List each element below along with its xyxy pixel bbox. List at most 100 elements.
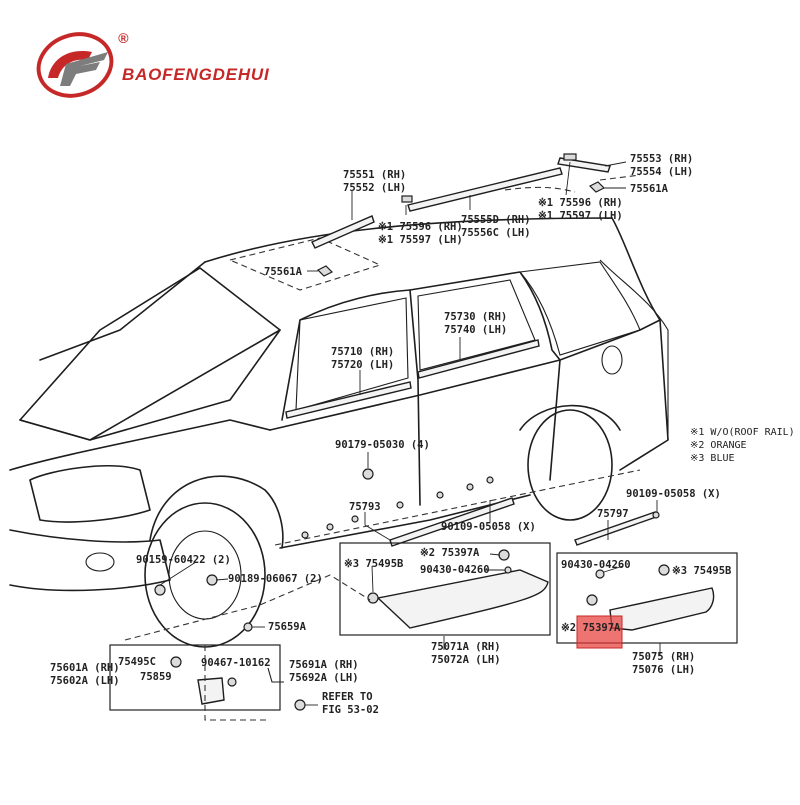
label-75551: 75551 (RH) [343, 169, 406, 181]
rocker-hole [486, 476, 494, 484]
bolt-90467 [227, 677, 237, 687]
vehicle-outline [9, 217, 669, 648]
screw-90189 [206, 574, 218, 586]
label-75859: 75859 [140, 671, 172, 683]
sunroof [228, 237, 382, 291]
label-75495b-right: ※3 75495B [672, 565, 731, 577]
rear-hatch [599, 259, 669, 440]
hood-front [9, 419, 271, 471]
detail-box-left [339, 542, 551, 636]
rear-wheel [527, 409, 613, 521]
clip-75495b-right [658, 564, 670, 576]
windshield-top [39, 261, 206, 361]
label-refer-2: FIG 53-02 [322, 704, 379, 716]
nut-90430-left [504, 566, 512, 574]
front-wheel-arch [149, 475, 284, 549]
rocker-strip-75793 [389, 497, 515, 547]
part-labels: 75551 (RH) 75552 (LH) 75553 (RH) 75554 (… [50, 153, 731, 716]
rocker-panel-75071a [376, 569, 549, 629]
leader-lines [159, 161, 661, 706]
label-75602a: 75602A (LH) [50, 675, 120, 687]
label-75072a: 75072A (LH) [431, 654, 501, 666]
label-90189: 90189-06067 (2) [228, 573, 323, 585]
leader [603, 565, 624, 573]
mudflap-75859 [197, 677, 225, 705]
label-75554: 75554 (LH) [630, 166, 693, 178]
rocker-hole [396, 501, 404, 509]
fog-lamp [85, 552, 115, 572]
logo-letters [60, 52, 108, 86]
label-75659a: 75659A [268, 621, 307, 633]
leader [364, 512, 391, 541]
rocker-hole [326, 523, 334, 531]
label-75710: 75710 (RH) [331, 346, 394, 358]
logo-swoosh [48, 51, 92, 78]
clip-75495c [170, 656, 182, 668]
clip-75397a-left [498, 549, 510, 561]
highlight-75397a [576, 615, 623, 649]
label-90430-right: 90430-04260 [561, 559, 631, 571]
clip-75659a-shape [243, 622, 253, 632]
roof-clip-rear [563, 153, 577, 161]
label-90159: 90159-60422 (2) [136, 554, 231, 566]
clip-75691a [267, 667, 284, 683]
rocker-clip-90109 [652, 511, 660, 519]
roof-line [204, 217, 661, 321]
rocker-hole [436, 491, 444, 499]
label-90430-left: 90430-04260 [420, 564, 490, 576]
belt-line [269, 319, 669, 471]
leader [604, 161, 627, 167]
clip-75561a-rear [588, 181, 606, 193]
nut-90430-right [595, 569, 605, 579]
headlamp [29, 465, 151, 523]
rear-window [417, 279, 536, 371]
label-90109-right: 90109-05058 (X) [626, 488, 721, 500]
roof-molding-rear [557, 157, 611, 173]
label-75071a: 75071A (RH) [431, 641, 501, 653]
label-75552: 75552 (LH) [343, 182, 406, 194]
label-75075: 75075 (RH) [632, 651, 695, 663]
rocker-hole [301, 531, 309, 539]
label-75555d: 75555D (RH) [461, 214, 531, 226]
rocker-hole [466, 483, 474, 491]
leader [159, 561, 197, 586]
roof-rail-dashed [504, 186, 576, 193]
label-75597-front: ※1 75597 (LH) [378, 234, 463, 246]
label-refer-1: REFER TO [322, 691, 373, 703]
windshield [19, 267, 281, 441]
fuel-door [601, 345, 623, 375]
rear-wheel-arch [519, 404, 621, 431]
label-90467: 90467-10162 [201, 657, 271, 669]
label-75601a: 75601A (RH) [50, 662, 120, 674]
roof-clip-front [401, 195, 413, 203]
label-75553: 75553 (RH) [630, 153, 693, 165]
label-90109-mid: 90109-05058 (X) [441, 521, 536, 533]
leader [215, 578, 229, 581]
label-75692a: 75692A (LH) [289, 672, 359, 684]
mudflap-dashed-2 [204, 645, 270, 721]
brand-name: BAOFENGDEHUI [122, 65, 270, 84]
rocker-panel-75075 [609, 587, 715, 631]
roof-rail-dashed-2 [599, 174, 641, 181]
leader [371, 565, 374, 593]
label-75797: 75797 [597, 508, 629, 520]
roof-molding-center [407, 167, 563, 212]
bolt-90179 [362, 468, 374, 480]
rocker-clips [301, 468, 660, 539]
brand-logo: ® BAOFENGDEHUI [36, 30, 270, 98]
quarter-window [518, 261, 641, 356]
rocker-dashed-guide [274, 469, 641, 546]
logo-ring [36, 32, 114, 98]
leader [565, 161, 571, 196]
label-75691a: 75691A (RH) [289, 659, 359, 671]
front-bumper [9, 529, 171, 592]
label-75596-front: ※1 75596 (RH) [378, 221, 463, 233]
label-75076: 75076 (LH) [632, 664, 695, 676]
front-door-molding [285, 381, 412, 419]
label-75793: 75793 [349, 501, 381, 513]
label-75556c: 75556C (LH) [461, 227, 531, 239]
detail-box-right [556, 552, 738, 644]
label-75597-rear: ※1 75597 (LH) [538, 210, 623, 222]
